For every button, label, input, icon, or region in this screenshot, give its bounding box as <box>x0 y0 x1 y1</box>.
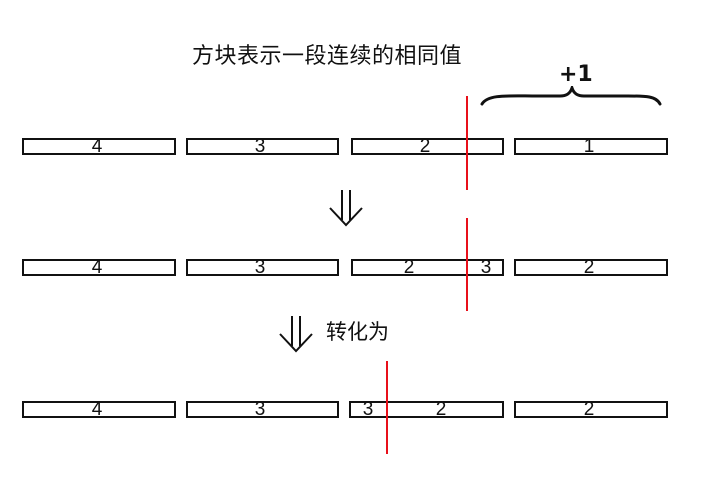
block-value: 2 <box>583 257 595 278</box>
cut-line <box>466 96 468 190</box>
block: 4 <box>22 399 176 420</box>
block: 1 <box>514 136 668 157</box>
increment-label: +1 <box>559 62 593 87</box>
block-value: 4 <box>91 257 103 278</box>
block-value: 2 <box>403 257 415 278</box>
diagram-title: 方块表示一段连续的相同值 <box>192 44 463 69</box>
block: 2 <box>514 257 668 278</box>
block: 2 <box>514 399 668 420</box>
double-down-arrow-icon <box>329 190 363 227</box>
block: 4 <box>22 136 176 157</box>
double-down-arrow-icon <box>279 316 313 353</box>
block: 3 <box>186 136 339 157</box>
block-value: 3 <box>480 257 492 278</box>
block-value: 2 <box>419 136 431 157</box>
block: 3 2 <box>349 399 504 420</box>
block-value: 2 <box>583 399 595 420</box>
block-value: 4 <box>91 399 103 420</box>
block-value: 3 <box>254 136 266 157</box>
block: 2 3 <box>351 257 504 278</box>
block: 3 <box>186 257 339 278</box>
block-value: 4 <box>91 136 103 157</box>
cut-line <box>466 218 468 311</box>
block-value: 2 <box>435 399 447 420</box>
block-value: 1 <box>583 136 595 157</box>
block-value: 3 <box>254 257 266 278</box>
cut-line <box>386 361 388 454</box>
block: 2 <box>351 136 504 157</box>
block-value: 3 <box>254 399 266 420</box>
block: 4 <box>22 257 176 278</box>
curly-brace-icon <box>480 86 662 106</box>
block-value: 3 <box>362 399 374 420</box>
convert-label: 转化为 <box>326 320 389 344</box>
block: 3 <box>186 399 339 420</box>
